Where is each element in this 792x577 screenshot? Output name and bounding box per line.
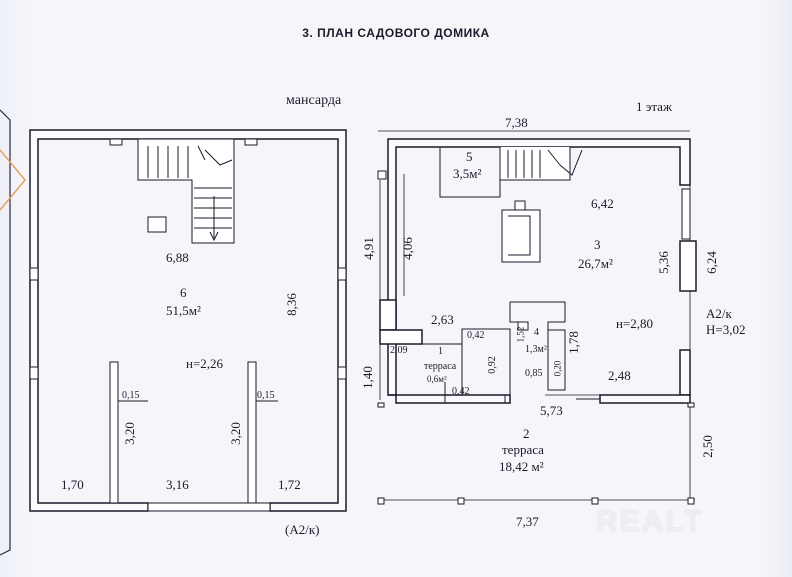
attic-chimney bbox=[147, 216, 167, 233]
attic-room-area: 51,5м² bbox=[166, 303, 201, 318]
attic-walls bbox=[29, 129, 347, 512]
room2-area: 18,42 м² bbox=[499, 459, 544, 474]
attic-post-thickness-right: 0,15 bbox=[257, 390, 275, 401]
attic-posts bbox=[109, 361, 278, 504]
dim-020: 0,20 bbox=[552, 360, 563, 377]
dim-042-bottom: 0,42 bbox=[452, 386, 470, 397]
room5-area: 3,5м² bbox=[453, 166, 482, 181]
room3-area: 26,7м² bbox=[578, 256, 613, 271]
room5-number: 5 bbox=[466, 149, 473, 164]
room1-number: 1 bbox=[438, 346, 443, 357]
dim-152: 1,52 bbox=[515, 326, 526, 343]
attic-post-thickness-left: 0,15 bbox=[122, 390, 140, 401]
dim-092: 0,92 bbox=[486, 356, 498, 374]
dim-573: 5,73 bbox=[540, 403, 563, 418]
ground-dim-top: 7,38 bbox=[505, 115, 528, 130]
attic-dim-height-right: 8,36 bbox=[283, 293, 299, 316]
ground-label: 1 этаж bbox=[636, 99, 672, 114]
room1-name: терраса bbox=[424, 361, 457, 372]
ground-height: н=2,80 bbox=[616, 316, 654, 331]
dim-209: 2,09 bbox=[390, 345, 408, 356]
room3-width: 6,42 bbox=[591, 196, 614, 211]
dim-263: 2,63 bbox=[431, 312, 454, 327]
attic-staircase bbox=[137, 138, 235, 244]
realt-watermark: REALT bbox=[596, 505, 704, 538]
room3-number: 3 bbox=[594, 237, 601, 252]
dim-042-top: 0,42 bbox=[467, 330, 485, 341]
ground-dim-left-low: 1,40 bbox=[359, 366, 375, 389]
room2-name: терраса bbox=[502, 442, 544, 457]
attic-post-dim-right: 3,20 bbox=[227, 422, 243, 445]
attic-dim-bottom-mid: 3,16 bbox=[166, 477, 189, 492]
ground-interior bbox=[377, 147, 695, 505]
attic-dim-inner-width: 6,88 bbox=[166, 250, 189, 265]
ground-dim-right-upper: 5,36 bbox=[655, 251, 671, 274]
room1-area: 0,6м² bbox=[427, 374, 447, 384]
ground-walls bbox=[377, 138, 697, 404]
room4-area: 1,3м² bbox=[525, 344, 547, 355]
ground-dim-left-outer: 4,91 bbox=[360, 237, 376, 260]
attic-dim-bottom-left: 1,70 bbox=[61, 477, 84, 492]
ground-dim-right-outer: 6,24 bbox=[703, 251, 719, 274]
dim-178: 1,78 bbox=[565, 331, 581, 354]
attic-height: н=2,26 bbox=[186, 356, 224, 371]
attic-post-dim-left: 3,20 bbox=[121, 422, 137, 445]
page-edge-marks bbox=[0, 109, 26, 556]
attic-code: (А2/к) bbox=[285, 522, 320, 537]
room4-number: 4 bbox=[534, 327, 539, 338]
ground-dim-left-inner: 4,06 bbox=[399, 237, 415, 260]
ground-code-a: А2/к bbox=[706, 306, 732, 321]
dim-248: 2,48 bbox=[608, 368, 631, 383]
ground-code-h: Н=3,02 bbox=[706, 322, 746, 337]
dim-085: 0,85 bbox=[525, 368, 543, 379]
ground-dim-bottom: 7,37 bbox=[516, 514, 539, 529]
room2-number: 2 bbox=[523, 426, 530, 441]
page-title: 3. ПЛАН САДОВОГО ДОМИКА bbox=[302, 26, 490, 40]
attic-dim-bottom-right: 1,72 bbox=[278, 477, 301, 492]
attic-label: мансарда bbox=[286, 93, 342, 108]
attic-room-number: 6 bbox=[180, 285, 187, 300]
ground-dim-right-terrace: 2,50 bbox=[699, 435, 715, 458]
ground-dimension-lines bbox=[378, 130, 695, 501]
